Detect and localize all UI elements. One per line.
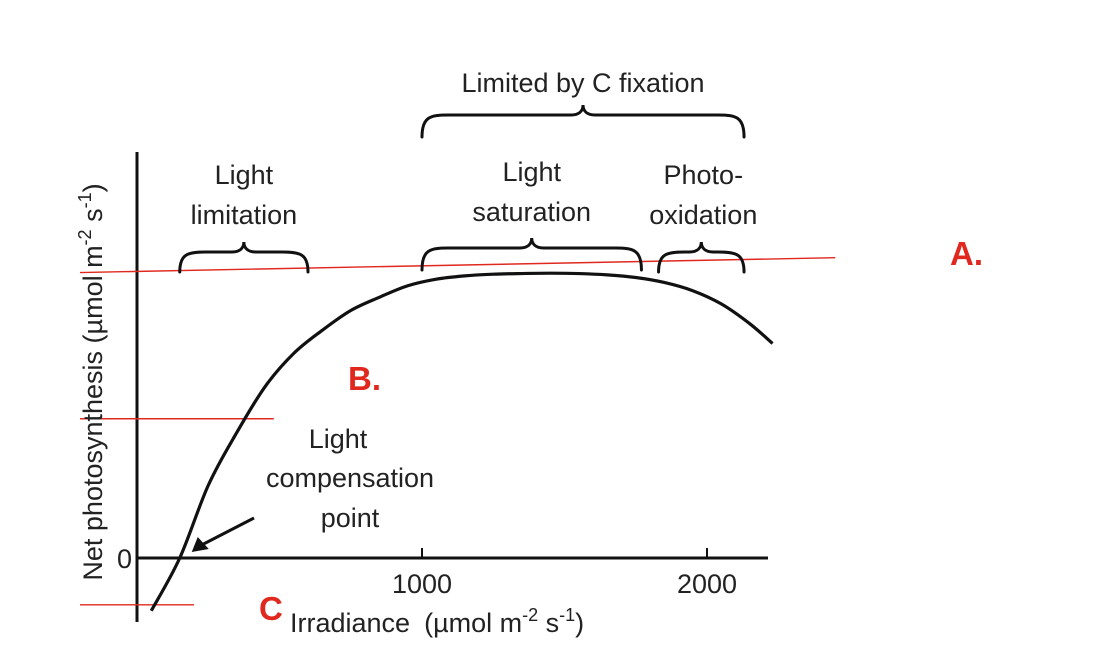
region-label-light-saturation-line2: saturation	[472, 197, 591, 227]
brace-limited-by-c-fixation	[420, 104, 746, 139]
y-axis-title-end: )	[78, 183, 108, 192]
curve-layer	[149, 271, 774, 612]
region-label-light-saturation-line1: Light	[502, 157, 561, 187]
y-axis-title-main: Net photosynthesis (µmol m	[78, 245, 108, 580]
reference-lines	[79, 257, 836, 606]
compensation-arrow-shaft	[197, 516, 255, 549]
brace-photo-oxidation	[657, 241, 746, 274]
x-axis-title-unit-a: (µmol m	[424, 608, 522, 638]
x-axis-title: Irradiance (µmol m-2 s-1)	[290, 605, 584, 638]
marker-a-label: A.	[950, 235, 983, 272]
region-label-limited-by-c-fixation: Limited by C fixation	[461, 68, 704, 98]
x-axis-title-main: Irradiance	[290, 608, 410, 638]
axes	[135, 152, 768, 622]
marker-b-label: B.	[348, 360, 381, 397]
reference-line-a	[79, 257, 836, 274]
y-axis-title: Net photosynthesis (µmol m-2 s-1)	[75, 183, 108, 580]
x-tick-label-2000: 2000	[677, 569, 737, 599]
y-tick-label-0: 0	[117, 544, 132, 574]
compensation-point-label-line1: Light	[309, 424, 368, 454]
x-axis-title-unit-c: )	[575, 608, 584, 638]
x-axis-title-unit-b: s	[538, 608, 559, 638]
region-label-light-limitation-line1: Light	[215, 160, 274, 190]
brace-light-limitation	[178, 241, 310, 274]
region-label-light-limitation-line2: limitation	[191, 200, 298, 230]
region-label-photo-oxidation-line2: oxidation	[649, 200, 757, 230]
brace-light-saturation	[420, 237, 643, 272]
y-axis-title-exp-b: -1	[75, 192, 95, 208]
region-label-photo-oxidation-line1: Photo-	[664, 160, 744, 190]
compensation-arrow-head	[191, 537, 209, 552]
y-axis-title-exp-a: -2	[75, 229, 95, 245]
marker-c-label: C	[259, 590, 283, 627]
braces	[178, 104, 746, 552]
y-axis-title-mid: s	[78, 208, 108, 229]
compensation-point-label-line3: point	[321, 503, 380, 533]
response-curve	[149, 271, 774, 612]
x-tick-label-1000: 1000	[392, 569, 452, 599]
x-axis-title-exp-b: -1	[559, 605, 575, 625]
compensation-point-label-line2: compensation	[266, 463, 434, 493]
x-axis-title-exp-a: -2	[522, 605, 538, 625]
